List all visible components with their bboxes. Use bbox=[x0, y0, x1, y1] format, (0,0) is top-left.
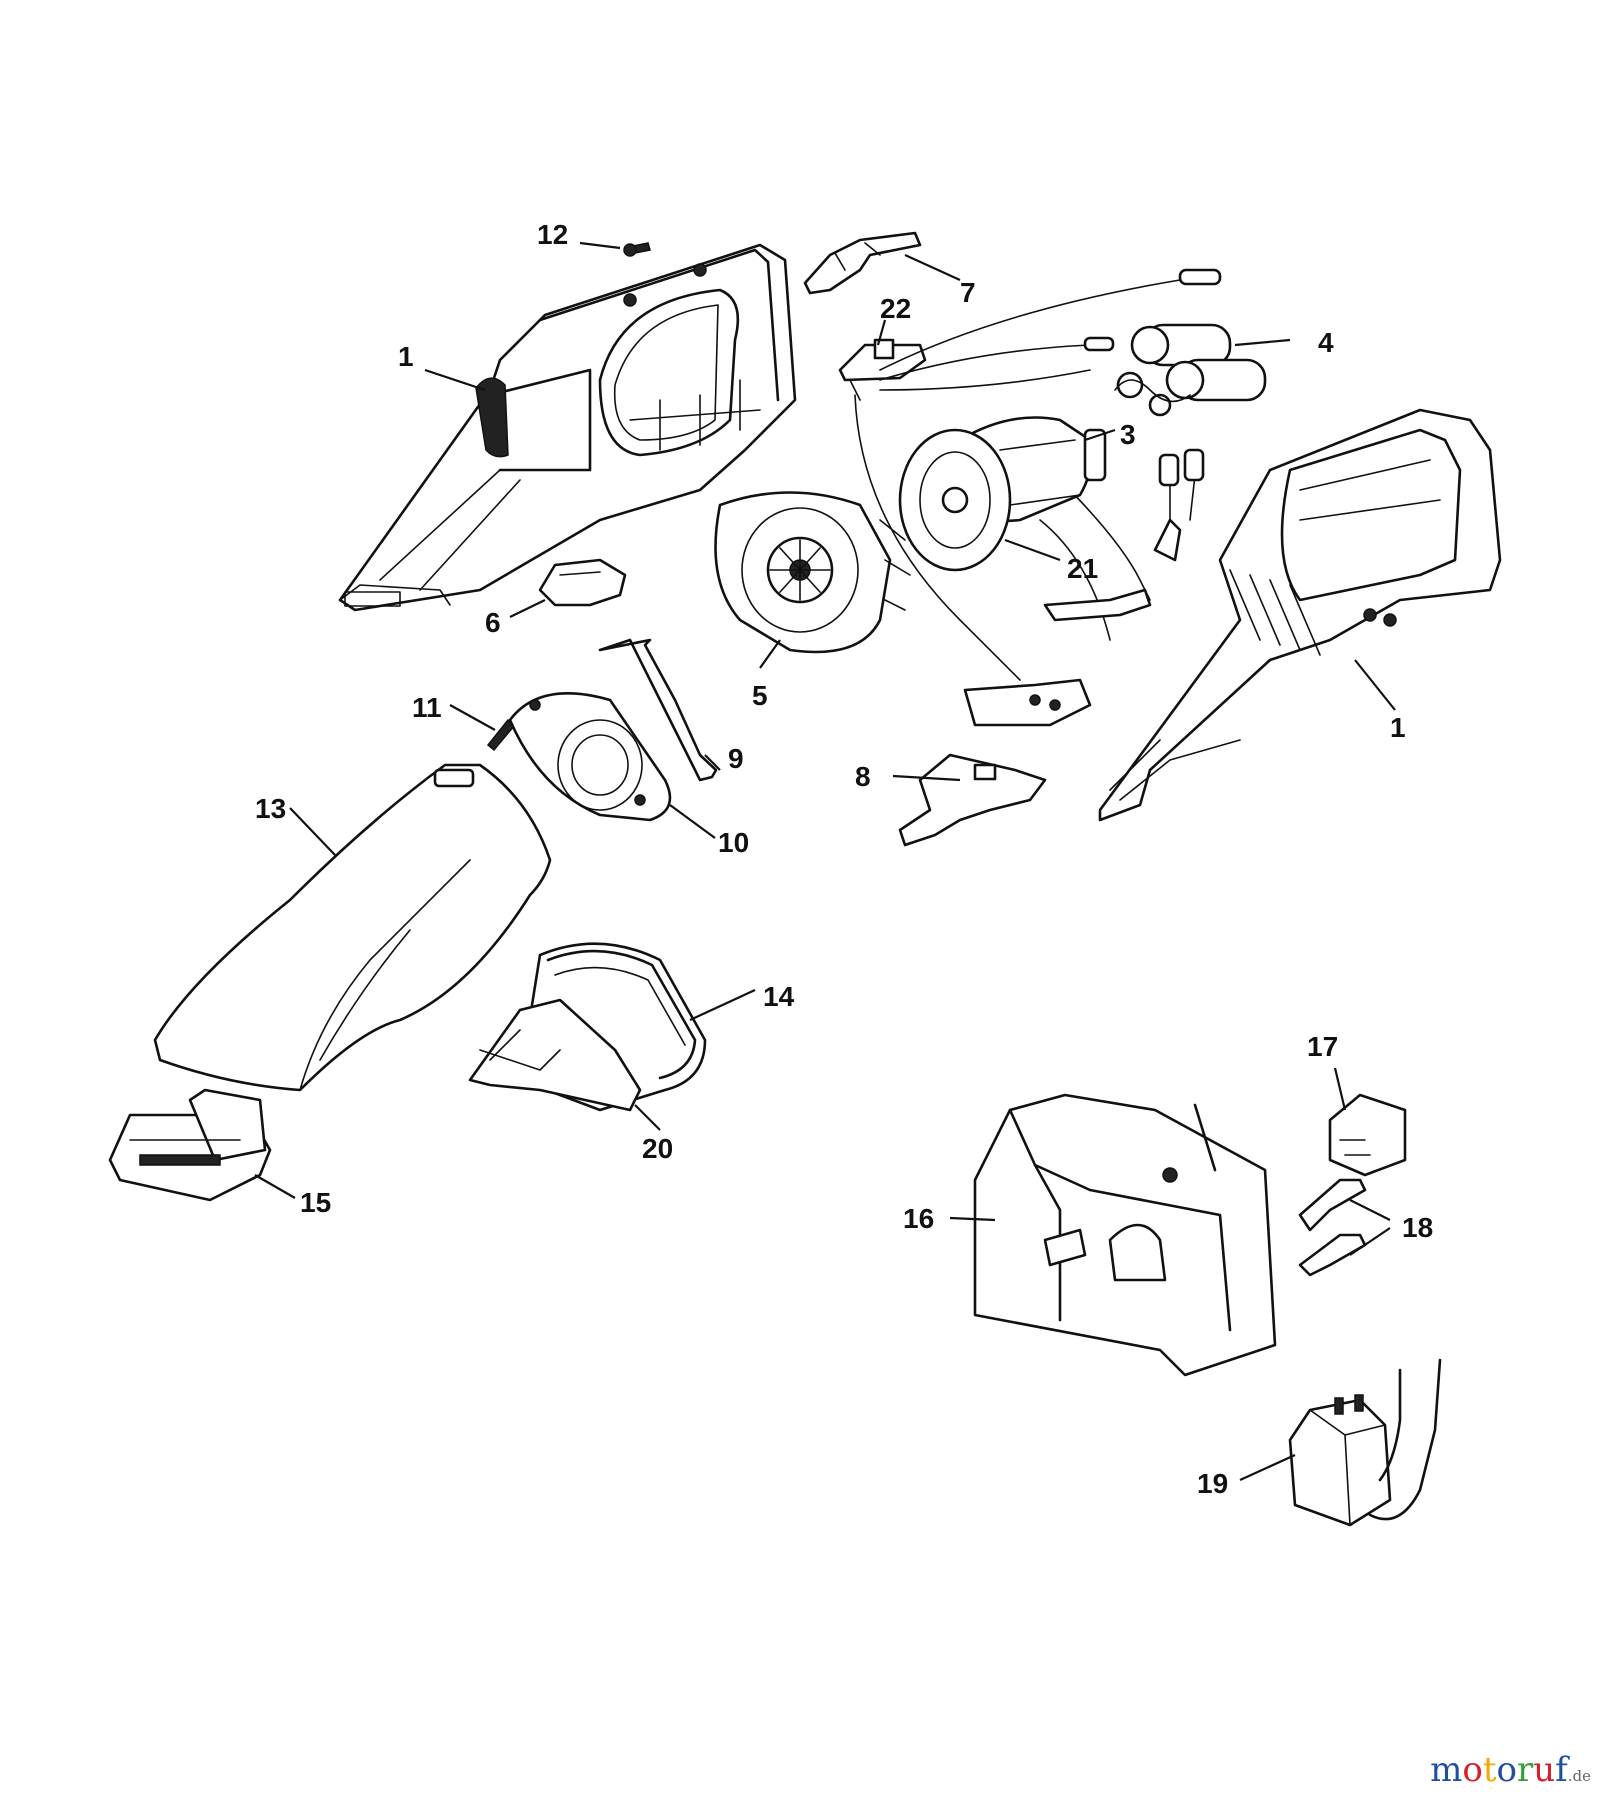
part-11-screw bbox=[486, 718, 516, 752]
watermark-letter: o bbox=[1462, 1750, 1483, 1790]
label-part-22: 22 bbox=[880, 293, 911, 324]
label-part-6: 6 bbox=[485, 607, 501, 638]
watermark-letter: m bbox=[1430, 1750, 1463, 1790]
label-part-5: 5 bbox=[752, 680, 768, 711]
part-20-filter-frame bbox=[468, 998, 642, 1112]
label-part-8: 8 bbox=[855, 761, 871, 792]
label-part-1-left: 1 bbox=[398, 341, 414, 372]
label-part-9: 9 bbox=[728, 743, 744, 774]
label-part-7: 7 bbox=[960, 277, 976, 308]
part-16-charging-base bbox=[973, 1093, 1277, 1377]
label-part-11: 11 bbox=[412, 692, 442, 723]
label-part-15: 15 bbox=[300, 1187, 331, 1218]
part-21-terminal-plate bbox=[963, 588, 1152, 727]
part-15-crevice-tool bbox=[108, 1088, 272, 1202]
part-number-labels: 1 12 7 22 4 3 21 6 5 1 11 9 8 10 13 14 2… bbox=[255, 219, 1433, 1499]
label-part-20: 20 bbox=[642, 1133, 673, 1164]
label-part-10: 10 bbox=[718, 827, 749, 858]
watermark-domain: .de bbox=[1567, 1767, 1591, 1785]
watermark-letter: r bbox=[1516, 1750, 1534, 1790]
part-3-motor bbox=[898, 416, 1107, 572]
label-part-14: 14 bbox=[763, 981, 795, 1012]
label-part-12: 12 bbox=[537, 219, 568, 250]
part-9-bracket bbox=[598, 638, 718, 782]
part-12-screw bbox=[623, 242, 651, 257]
watermark-letter: u bbox=[1533, 1750, 1556, 1790]
part-6-clip bbox=[538, 558, 627, 607]
part-18-contacts bbox=[1298, 1178, 1367, 1277]
label-part-19: 19 bbox=[1197, 1468, 1228, 1499]
part-19-transformer bbox=[1288, 1358, 1442, 1527]
label-part-16: 16 bbox=[903, 1203, 934, 1234]
part-13-dust-cup bbox=[153, 763, 552, 1092]
watermark-letter: o bbox=[1496, 1750, 1517, 1790]
label-part-17: 17 bbox=[1307, 1031, 1338, 1062]
watermark-letter: f bbox=[1555, 1750, 1568, 1790]
leader-lines bbox=[254, 241, 1396, 1482]
part-22-switch bbox=[838, 338, 927, 401]
part-17-plug bbox=[1328, 1093, 1407, 1177]
label-part-13: 13 bbox=[255, 793, 286, 824]
label-part-1-right: 1 bbox=[1390, 712, 1406, 743]
label-part-21: 21 bbox=[1067, 553, 1098, 584]
part-8-spring-plate bbox=[898, 753, 1047, 847]
label-part-18: 18 bbox=[1402, 1212, 1433, 1243]
motoruf-watermark: motoruf.de bbox=[1430, 1750, 1591, 1796]
label-part-3: 3 bbox=[1120, 419, 1136, 450]
part-5-fan-housing bbox=[714, 491, 911, 654]
part-10-fan-cover bbox=[508, 692, 672, 822]
watermark-letter: t bbox=[1482, 1750, 1497, 1790]
label-part-4: 4 bbox=[1318, 327, 1334, 358]
part-7-latch bbox=[803, 231, 922, 295]
part-4-battery-pack bbox=[1114, 323, 1267, 417]
part-1-right-housing bbox=[1098, 408, 1502, 822]
part-1-left-housing bbox=[338, 243, 797, 612]
